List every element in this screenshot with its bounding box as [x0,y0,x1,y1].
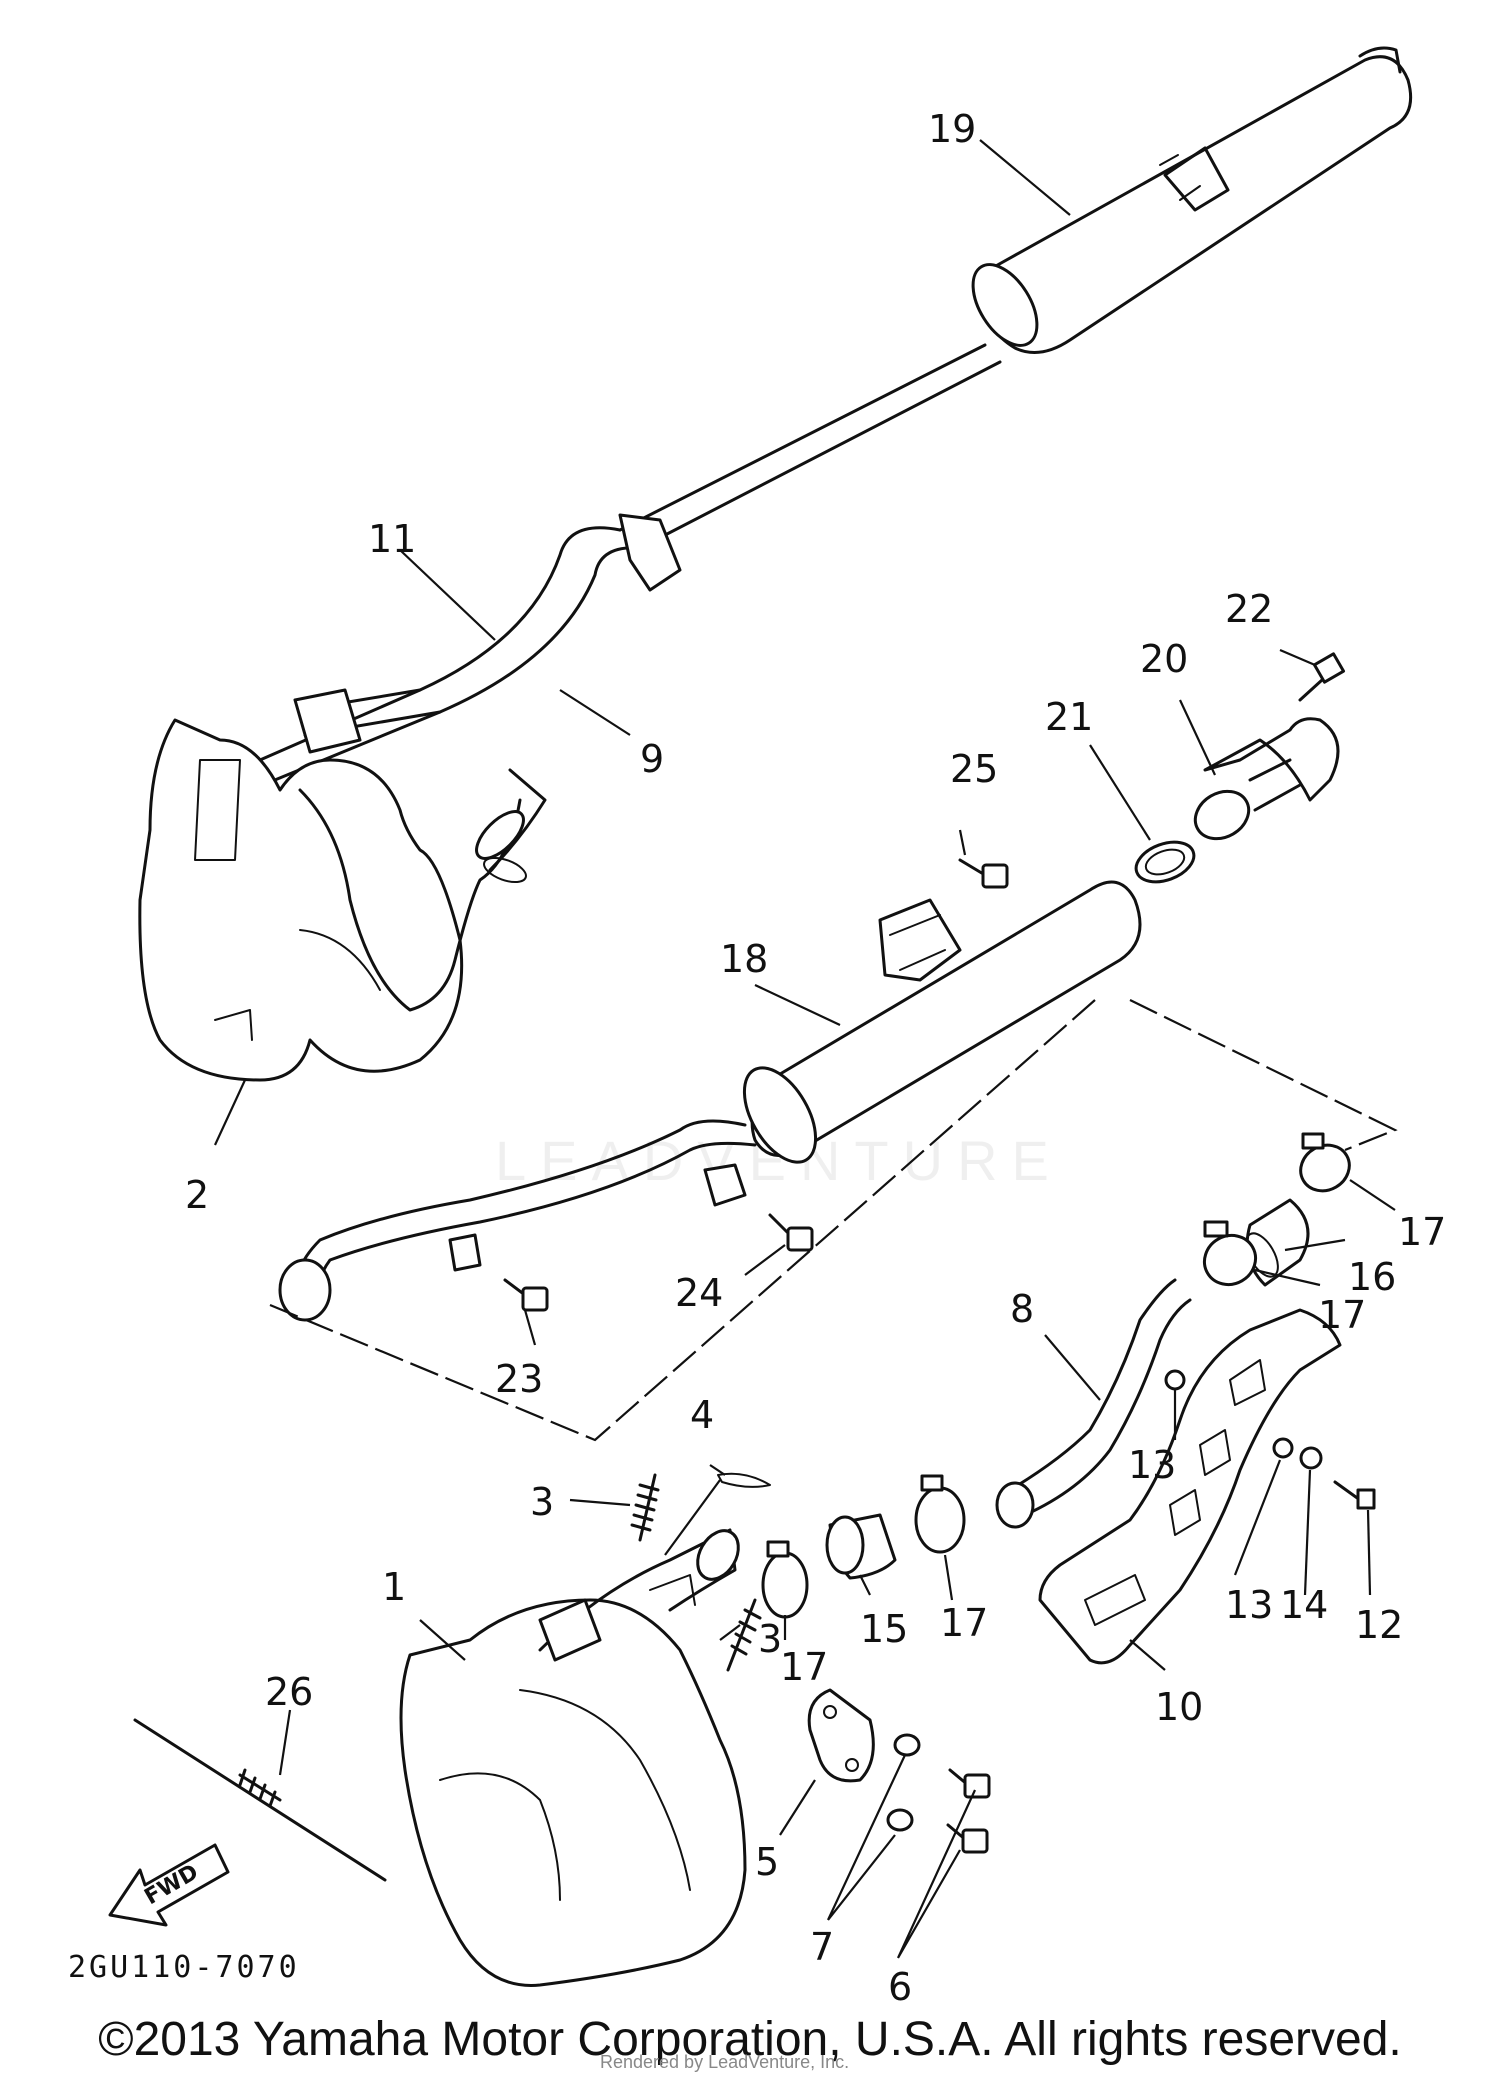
part-8-joint-pipe[interactable] [995,1278,1192,1529]
callout-17-c: 17 [780,1645,828,1689]
part-20-tail-pipe[interactable] [1187,717,1340,848]
callout-4: 4 [690,1393,714,1437]
part-9-pipe[interactable] [293,688,442,754]
part-14-nut[interactable] [1299,1446,1323,1470]
callout-1: 1 [382,1565,406,1609]
part-2-expansion-chamber-upper[interactable] [138,718,547,1082]
part-17-clamp-lower-left[interactable] [761,1540,809,1619]
part-6-bolt-b[interactable] [946,1823,989,1854]
callout-3-b: 3 [758,1617,782,1661]
callout-9: 9 [640,737,664,781]
part-11-pipe[interactable] [258,513,682,784]
part-18-muffler-middle[interactable] [278,880,1142,1322]
callout-8: 8 [1010,1287,1034,1331]
part-17-clamp-right-lower[interactable] [1195,1220,1264,1294]
callout-17-d: 17 [940,1601,988,1645]
callout-22: 22 [1225,587,1273,631]
fwd-arrow-icon: FWD [108,1843,230,1927]
callout-15: 15 [860,1607,908,1651]
part-13-washer-a[interactable] [1164,1369,1186,1391]
part-22-bolt[interactable] [1298,652,1346,702]
callout-5: 5 [755,1840,779,1884]
part-26-spring-rod[interactable] [133,1718,387,1882]
part-5-bracket[interactable] [807,1688,875,1783]
callout-19: 19 [928,107,976,151]
part-10-heat-guard[interactable] [1038,1308,1342,1665]
part-17-clamp-lower-right[interactable] [914,1474,966,1554]
part-7-washer-a[interactable] [893,1733,921,1757]
assembly-line-lower [269,999,1096,1442]
part-15-joint[interactable] [825,1513,897,1580]
part-12-bolt[interactable] [1333,1480,1376,1510]
callout-14: 14 [1280,1583,1328,1627]
part-25-bolt[interactable] [958,858,1009,889]
part-21-gasket[interactable] [1131,835,1200,889]
part-1-expansion-chamber-lower[interactable] [399,1523,747,1987]
part-17-clamp-right-upper[interactable] [1292,1132,1357,1200]
callout-2: 2 [185,1173,209,1217]
part-24-bolt[interactable] [768,1213,814,1252]
callout-16: 16 [1348,1255,1396,1299]
part-13-washer-b[interactable] [1272,1437,1294,1459]
callout-25: 25 [950,747,998,791]
assembly-line-upper [1129,999,1398,1152]
callout-12: 12 [1355,1603,1403,1647]
callout-11: 11 [368,517,416,561]
diagram-code: 2GU110-7070 [68,1950,300,1985]
part-19-muffler-upper[interactable] [618,46,1413,550]
part-3-spring-upper[interactable] [630,1473,660,1542]
callout-20: 20 [1140,637,1188,681]
callout-17-b: 17 [1318,1293,1366,1337]
callout-21: 21 [1045,695,1093,739]
callout-6: 6 [888,1965,912,2009]
rendered-by-text: Rendered by LeadVenture, Inc. [600,2052,850,2072]
callout-13-a: 13 [1128,1443,1176,1487]
copyright-notice: ©2013 Yamaha Motor Corporation, U.S.A. A… [98,2013,1402,2066]
callout-3-a: 3 [530,1480,554,1524]
callout-24: 24 [675,1271,723,1315]
part-3-spring-lower[interactable] [726,1598,762,1672]
leader-lines [214,139,1396,1959]
part-6-bolt-a[interactable] [948,1768,991,1799]
callout-18: 18 [720,937,768,981]
callout-26: 26 [265,1670,313,1714]
part-23-bolt[interactable] [503,1278,549,1312]
callout-17-a: 17 [1398,1210,1446,1254]
callout-23: 23 [495,1357,543,1401]
callout-13-b: 13 [1225,1583,1273,1627]
callout-10: 10 [1155,1685,1203,1729]
part-4-gasket[interactable] [717,1472,771,1488]
part-7-washer-b[interactable] [886,1808,914,1832]
callout-7: 7 [810,1925,834,1969]
